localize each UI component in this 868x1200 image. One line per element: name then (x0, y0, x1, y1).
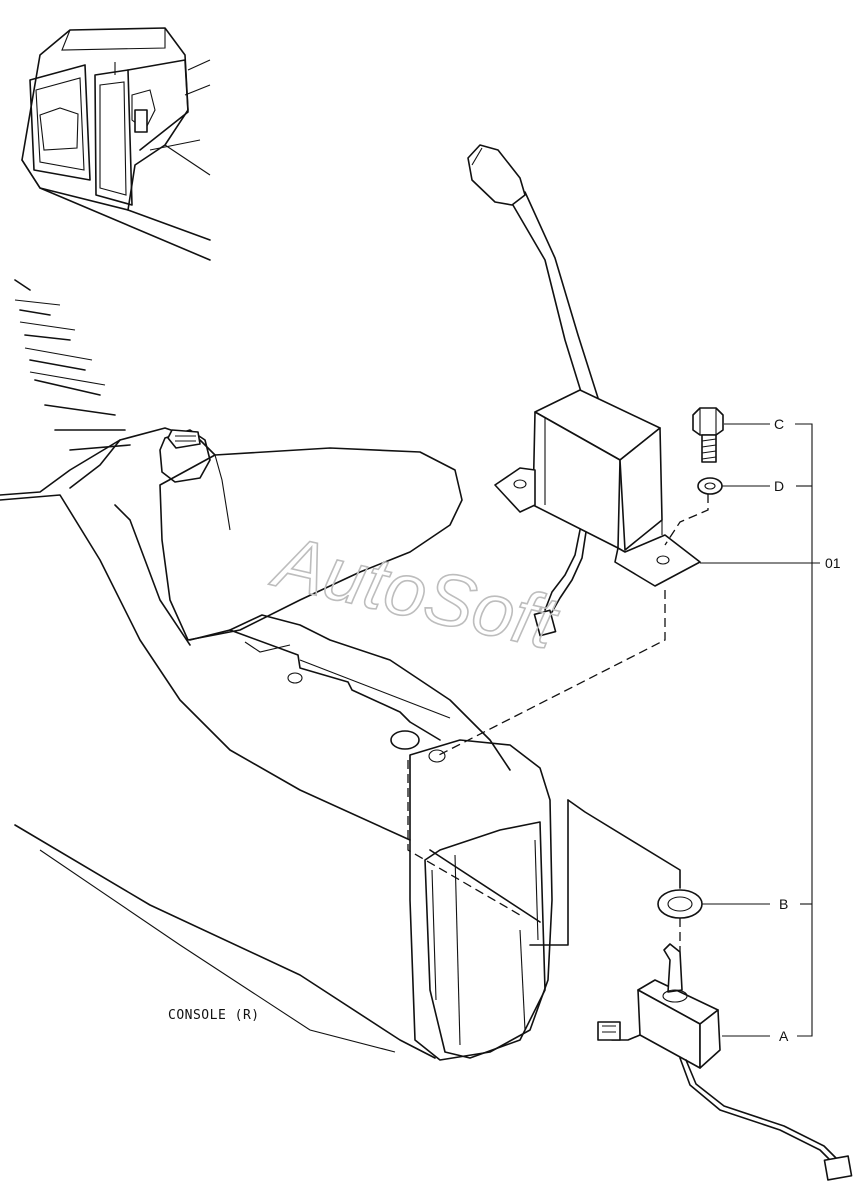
callout-d: D (774, 478, 784, 494)
switch-box-assembly (467, 144, 701, 637)
toggle-switch-a (597, 943, 853, 1181)
console-caption: CONSOLE (R) (168, 1008, 260, 1023)
bolt-c (692, 407, 724, 463)
callout-01: 01 (825, 555, 841, 571)
callout-a: A (779, 1028, 789, 1044)
console-r-body (0, 439, 553, 1061)
lever-boot (0, 279, 216, 496)
watermark-logo: AutoSoft (265, 519, 568, 665)
callout-c: C (774, 416, 784, 432)
washer-d (697, 477, 723, 495)
cab-locator-inset (21, 27, 211, 261)
nut-b (657, 889, 703, 919)
assembly-lines (407, 494, 709, 952)
leader-lines (700, 423, 820, 1037)
callout-b: B (779, 896, 788, 912)
ignition-key (159, 429, 211, 483)
